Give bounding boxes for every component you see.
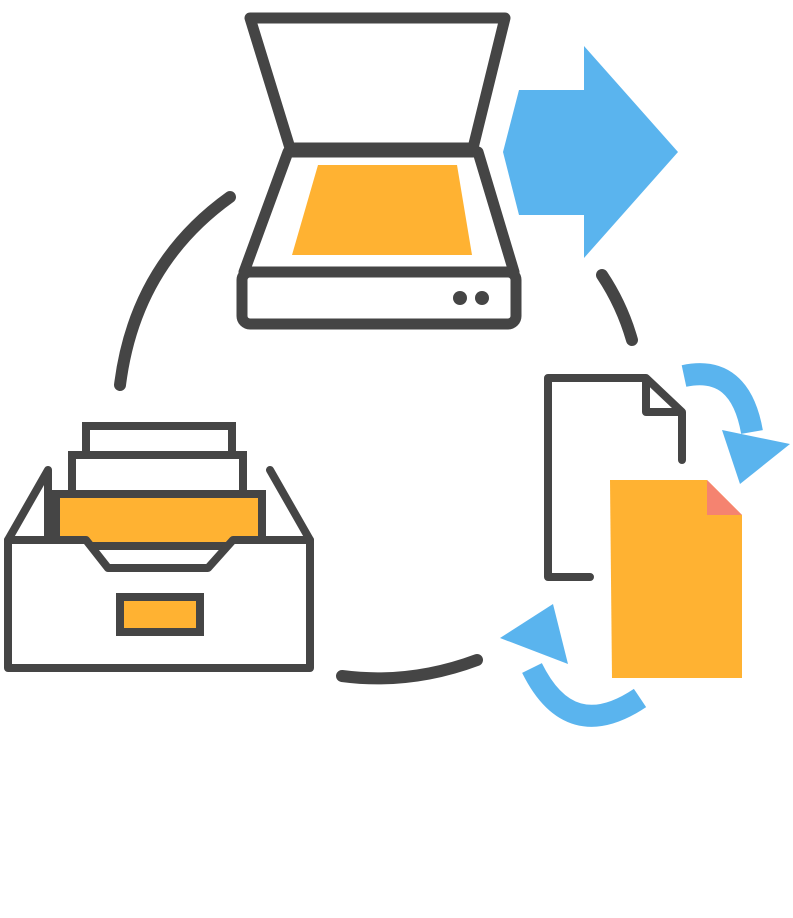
refresh-arrow-bottom-head [500, 604, 568, 664]
document-filled-corner [707, 480, 742, 515]
archive-drawer-icon [4, 422, 314, 672]
document-filled-body [610, 480, 742, 678]
cycle-arc-right [596, 269, 638, 346]
archive-label [116, 593, 204, 636]
refresh-arrow-top-head [722, 430, 790, 484]
refresh-arrow-bottom-arc [522, 662, 647, 727]
scanner-lid [244, 12, 511, 154]
scanner-page [292, 165, 472, 255]
archive-flap-left [4, 466, 52, 544]
document-icon [544, 374, 686, 581]
scanner-button-1 [453, 291, 467, 305]
document-outline [544, 374, 686, 581]
document-fold [642, 378, 682, 416]
document-filled-icon [610, 480, 742, 678]
cycle-arc-left [114, 191, 236, 391]
cycle-path [114, 191, 638, 685]
archive-folder [52, 490, 266, 550]
scanner-button-2 [475, 291, 489, 305]
scanner-icon [236, 12, 522, 330]
refresh-arrow-top-arc [681, 363, 763, 435]
archive-flap-right [266, 466, 314, 544]
arrow-right-icon [503, 46, 678, 258]
refresh-arrow-icon-top [681, 363, 790, 484]
cycle-arc-bottom [336, 654, 483, 685]
scanner-base [236, 266, 522, 330]
refresh-arrow-icon-bottom [500, 604, 647, 727]
